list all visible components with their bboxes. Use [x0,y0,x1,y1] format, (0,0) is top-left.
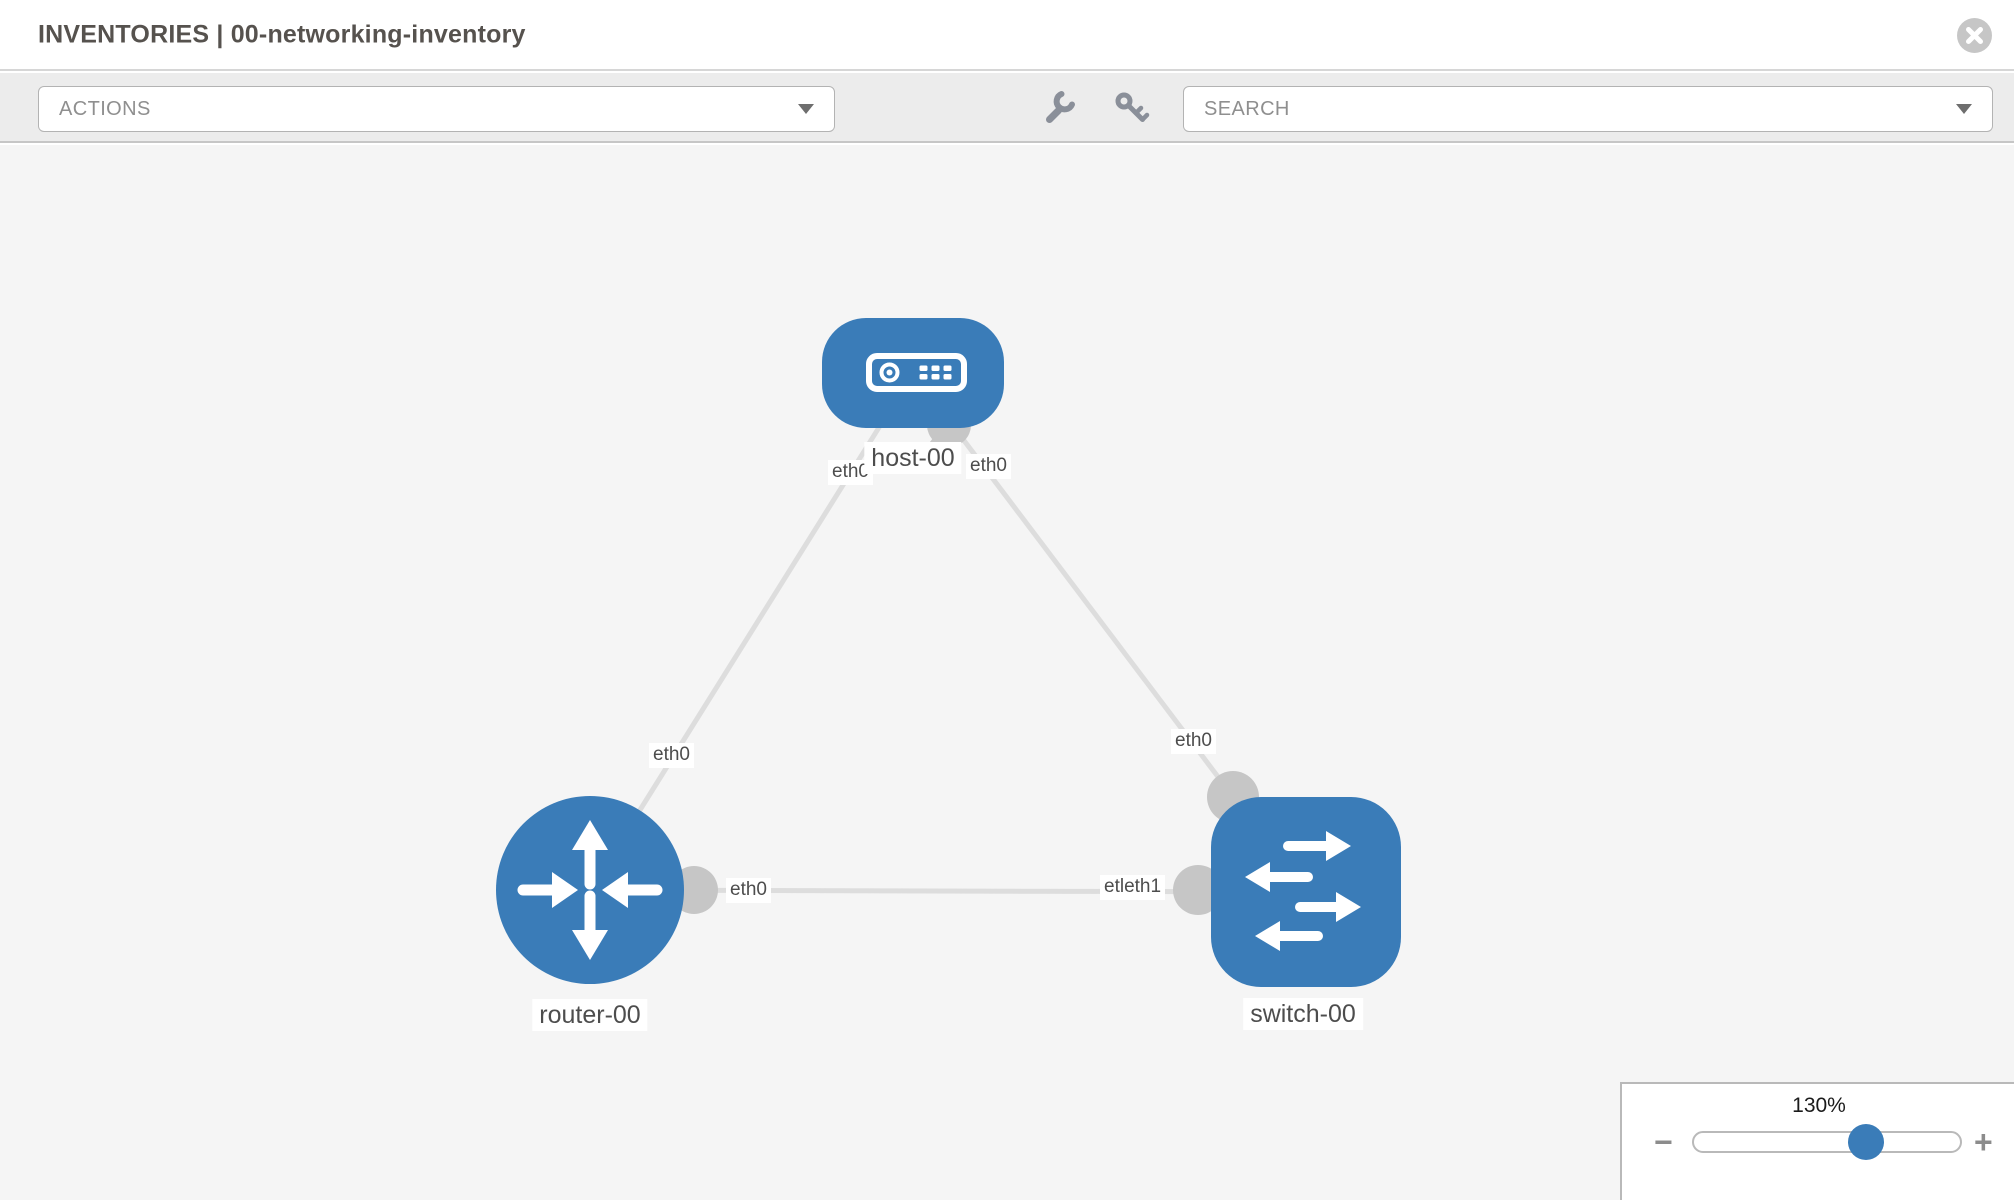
toolbar: ACTIONS SEARCH [0,73,2014,143]
toolbar-tools [1040,73,1152,143]
search-dropdown-label: SEARCH [1204,97,1290,120]
node-switch-00[interactable] [1211,797,1401,987]
search-dropdown[interactable]: SEARCH [1183,86,1993,132]
interface-label-router-eth0-uplink: eth0 [649,743,694,768]
zoom-out-button[interactable]: − [1654,1124,1673,1160]
node-label-switch-00: switch-00 [1243,998,1363,1030]
chevron-down-icon [798,104,814,114]
interface-label-switch-eth1-overlap: etleth1 [1100,875,1166,900]
topology-canvas[interactable]: eth0 eth0 eth0 eth0 eth0 etleth1 host-00… [0,145,2014,1200]
header: INVENTORIES | 00-networking-inventory [0,0,2014,71]
host-server-icon [866,353,967,392]
zoom-slider-thumb[interactable] [1848,1124,1884,1160]
wrench-icon[interactable] [1040,90,1078,126]
zoom-level-value: 130% [1792,1094,1846,1117]
zoom-slider-track[interactable] [1692,1124,1962,1160]
interface-label-switch-eth0-uplink: eth0 [1171,729,1216,754]
interface-label-host-eth0-right: eth0 [966,454,1011,479]
zoom-panel: 130% − + [1620,1082,2014,1200]
close-button[interactable] [1957,18,1992,53]
node-router-00[interactable] [496,796,684,984]
close-icon [1966,27,1983,44]
page-title: INVENTORIES | 00-networking-inventory [38,20,526,48]
node-label-host-00: host-00 [864,442,962,474]
switch-arrows-icon [1245,831,1361,951]
actions-dropdown[interactable]: ACTIONS [38,86,835,132]
topology-graph [496,318,1401,987]
link-host-router[interactable] [587,371,916,892]
zoom-in-button[interactable]: + [1974,1124,1993,1160]
chevron-down-icon [1956,104,1972,114]
router-arrows-icon [517,820,663,960]
actions-dropdown-label: ACTIONS [59,97,151,120]
key-icon[interactable] [1112,90,1152,126]
connector-switch-eth1[interactable] [1173,865,1223,915]
node-label-router-00: router-00 [532,999,648,1031]
node-host-00[interactable] [822,318,1004,428]
interface-label-router-eth0: eth0 [726,878,771,903]
